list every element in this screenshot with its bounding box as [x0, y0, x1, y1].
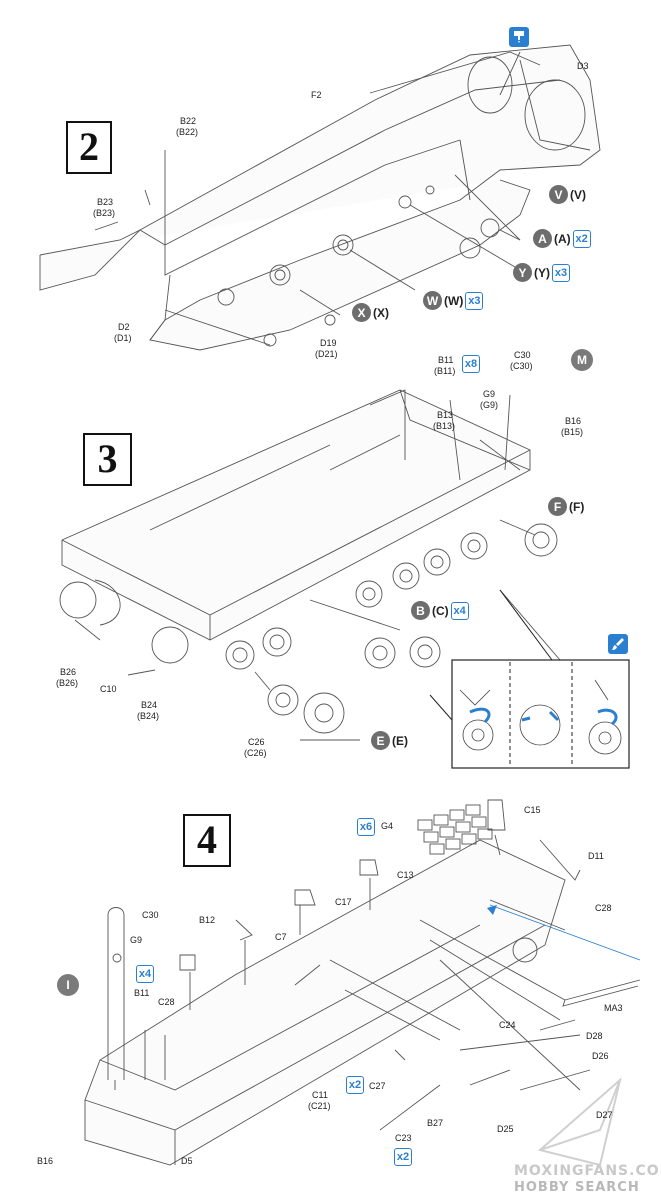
sprue-b-paren: (C) — [432, 603, 449, 618]
c27-qty-badge: x2 — [346, 1076, 364, 1094]
label-c13: C13 — [397, 870, 414, 880]
label-c17: C17 — [335, 897, 352, 907]
label-b22-alt: (B22) — [176, 127, 199, 137]
sprue-w-circle: W — [423, 291, 442, 310]
label-c30: C30 — [514, 350, 531, 360]
sprue-f-paren: (F) — [569, 499, 585, 514]
step-4-box: 4 — [183, 814, 231, 867]
label-d19-alt: (D21) — [315, 349, 338, 359]
sprue-e-paren: (E) — [392, 733, 408, 748]
sprue-w-qty: x3 — [465, 291, 484, 310]
label-b13-alt: (B13) — [433, 421, 456, 431]
sprue-b-qty: x4 — [450, 601, 469, 620]
b11-qty-badge: x8 — [462, 355, 480, 373]
sprue-v-circle: V — [549, 185, 568, 204]
c23-qty-badge: x2 — [394, 1148, 412, 1166]
watermark-hobbysearch: HOBBY SEARCH — [514, 1180, 640, 1195]
sprue-callout-v: V (V) — [549, 185, 586, 204]
sprue-y-paren: (Y) — [534, 265, 550, 280]
label-c26: C26 — [248, 737, 265, 747]
label-d27: D27 — [596, 1110, 613, 1120]
sprue-callout-b: B (C) x4 — [411, 601, 469, 620]
label-b16: B16 — [565, 416, 582, 426]
label-c30-s4: C30 — [142, 910, 159, 920]
label-ma3: MA3 — [604, 1003, 623, 1013]
label-c27: C27 — [369, 1081, 386, 1091]
sprue-a-qty: x2 — [572, 229, 591, 248]
label-b26: B26 — [60, 667, 77, 677]
label-b23: B23 — [97, 197, 114, 207]
label-d26: D26 — [592, 1051, 609, 1061]
label-c15: C15 — [524, 805, 541, 815]
label-b16-s4: B16 — [37, 1156, 54, 1166]
label-b11-s4: B11 — [134, 988, 150, 998]
label-b16-alt: (B15) — [561, 427, 584, 437]
label-b11: B11 — [438, 355, 454, 365]
label-b24: B24 — [141, 700, 158, 710]
watermark-moxingfans: MOXINGFANS.COM — [514, 1163, 661, 1179]
sprue-y-circle: Y — [513, 263, 532, 282]
b11-qty-badge-s4: x4 — [136, 965, 154, 983]
label-c30-alt: (C30) — [510, 361, 533, 371]
label-d2-alt: (D1) — [114, 333, 132, 343]
label-b23-alt: (B23) — [93, 208, 116, 218]
sprue-callout-x: X (X) — [352, 303, 389, 322]
label-b27: B27 — [427, 1118, 444, 1128]
label-b13: B13 — [437, 410, 454, 420]
label-d25: D25 — [497, 1124, 514, 1134]
label-b22: B22 — [180, 116, 197, 126]
label-d19: D19 — [320, 338, 337, 348]
label-c7: C7 — [275, 932, 287, 942]
label-c23: C23 — [395, 1133, 412, 1143]
step-2-box: 2 — [66, 121, 112, 174]
label-d5: D5 — [181, 1156, 193, 1166]
glue-icon — [509, 27, 529, 47]
label-g9: G9 — [483, 389, 496, 399]
sprue-x-paren: (X) — [373, 305, 389, 320]
sprue-callout-e: E (E) — [371, 731, 408, 750]
brush-glyph — [612, 638, 624, 650]
label-c11: C11 — [312, 1090, 328, 1100]
label-c28-left: C28 — [158, 997, 175, 1007]
label-g9-s4: G9 — [130, 935, 143, 945]
sprue-callout-w: W (W) x3 — [423, 291, 484, 310]
paint-brush-icon — [608, 634, 628, 654]
label-d2: D2 — [118, 322, 130, 332]
marker-m: M — [571, 349, 593, 371]
sprue-callout-y: Y (Y) x3 — [513, 263, 570, 282]
label-d3: D3 — [577, 61, 589, 71]
g4-qty-badge: x6 — [357, 818, 375, 836]
label-d11: D11 — [588, 851, 604, 861]
sprue-a-paren: (A) — [554, 231, 571, 246]
marker-i: I — [57, 974, 79, 996]
label-c24: C24 — [499, 1020, 516, 1030]
label-b11-alt: (B11) — [434, 366, 456, 376]
sprue-f-circle: F — [548, 497, 567, 516]
sprue-a-circle: A — [533, 229, 552, 248]
label-c11-alt: (C21) — [308, 1101, 331, 1111]
sprue-callout-f: F (F) — [548, 497, 584, 516]
label-g9-alt: (G9) — [480, 400, 498, 410]
glue-glyph — [514, 31, 524, 43]
label-b26-alt: (B26) — [56, 678, 79, 688]
label-c28-right: C28 — [595, 903, 612, 913]
label-b12: B12 — [199, 915, 216, 925]
label-d28: D28 — [586, 1031, 603, 1041]
label-b24-alt: (B24) — [137, 711, 160, 721]
sprue-callout-a: A (A) x2 — [533, 229, 591, 248]
label-c10: C10 — [100, 684, 117, 694]
sprue-x-circle: X — [352, 303, 371, 322]
label-g4: G4 — [381, 821, 394, 831]
label-c26-alt: (C26) — [244, 748, 267, 758]
sprue-w-paren: (W) — [444, 293, 464, 308]
sprue-b-circle: B — [411, 601, 430, 620]
sprue-e-circle: E — [371, 731, 390, 750]
sprue-y-qty: x3 — [552, 263, 570, 282]
label-f2: F2 — [311, 90, 322, 100]
sprue-v-paren: (V) — [570, 187, 586, 202]
step-3-box: 3 — [83, 433, 132, 486]
